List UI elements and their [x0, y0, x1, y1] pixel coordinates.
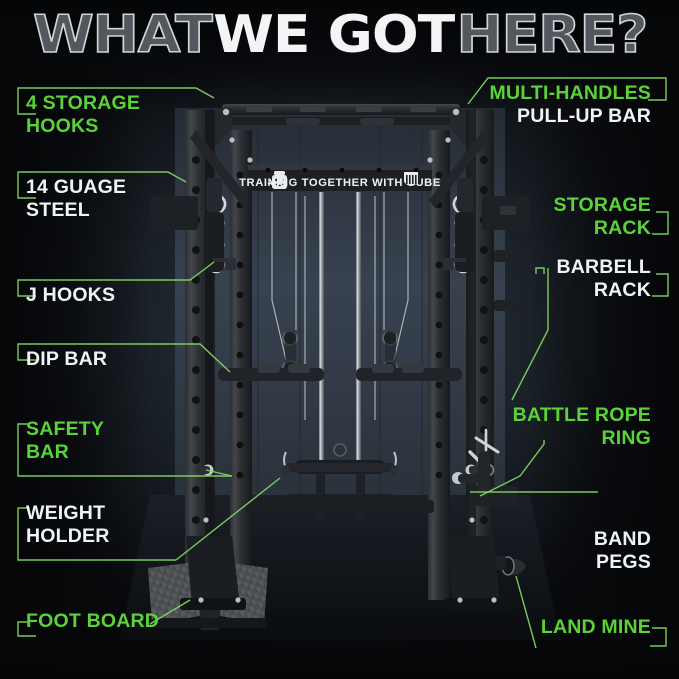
callout-j-hooks: J HOOKS [26, 284, 115, 307]
title-part-2: WE GOT [213, 5, 455, 65]
callout-multi-handles: MULTI-HANDLES PULL-UP BAR [490, 82, 651, 128]
callout-storage-hooks: 4 STORAGE HOOKS [26, 92, 140, 138]
callout-barbell-rack: BARBELL RACK [556, 256, 651, 302]
callout-multi-handles-label: MULTI-HANDLES [489, 82, 651, 104]
svg-text:TRAINING TOGETHER WITH CUBE: TRAINING TOGETHER WITH CUBE [239, 177, 441, 189]
callout-barbell-rack-label: BARBELL RACK [556, 256, 651, 301]
callout-foot-board: FOOT BOARD [26, 610, 159, 633]
callout-pull-up-bar-label: PULL-UP BAR [516, 105, 651, 127]
callout-guage-steel: 14 GUAGE STEEL [26, 176, 126, 222]
page-title: WHAT WE GOT HERE? [0, 4, 679, 66]
accessory-plate-left [150, 196, 198, 230]
callout-j-hooks-label: J HOOKS [26, 284, 116, 306]
callout-land-mine-label: LAND MINE [540, 616, 651, 638]
callout-weight-holder: WEIGHT HOLDER [26, 502, 110, 548]
cube-shield-icon [404, 172, 418, 186]
callout-foot-board-label: FOOT BOARD [26, 610, 160, 632]
callout-dip-bar: DIP BAR [26, 348, 107, 371]
callout-safety-bar-label: SAFETY BAR [26, 418, 105, 463]
callout-battle-rope-ring: BATTLE ROPE RING [513, 404, 651, 450]
callout-weight-holder-label: WEIGHT HOLDER [26, 502, 110, 547]
callout-storage-hooks-label: 4 STORAGE HOOKS [26, 92, 141, 137]
callout-battle-rope-ring-label: BATTLE ROPE RING [512, 404, 651, 449]
callout-safety-bar: SAFETY BAR [26, 418, 104, 464]
cube-mascot-icon [267, 171, 287, 189]
callout-guage-steel-label: 14 GUAGE STEEL [26, 176, 127, 221]
callout-band-pegs-label: BAND PEGS [593, 528, 651, 573]
callout-dip-bar-label: DIP BAR [26, 348, 108, 370]
title-part-3: HERE? [455, 5, 648, 65]
j-hooks [213, 258, 466, 270]
callout-storage-rack: STORAGE RACK [554, 194, 651, 240]
band-peg-plate [470, 486, 518, 506]
weight-holder [246, 443, 434, 520]
callout-land-mine: LAND MINE [541, 616, 651, 639]
dip-bars [218, 364, 462, 381]
callout-band-pegs: BAND PEGS [594, 528, 651, 574]
callout-storage-rack-label: STORAGE RACK [553, 194, 651, 239]
title-part-1: WHAT [32, 5, 213, 65]
